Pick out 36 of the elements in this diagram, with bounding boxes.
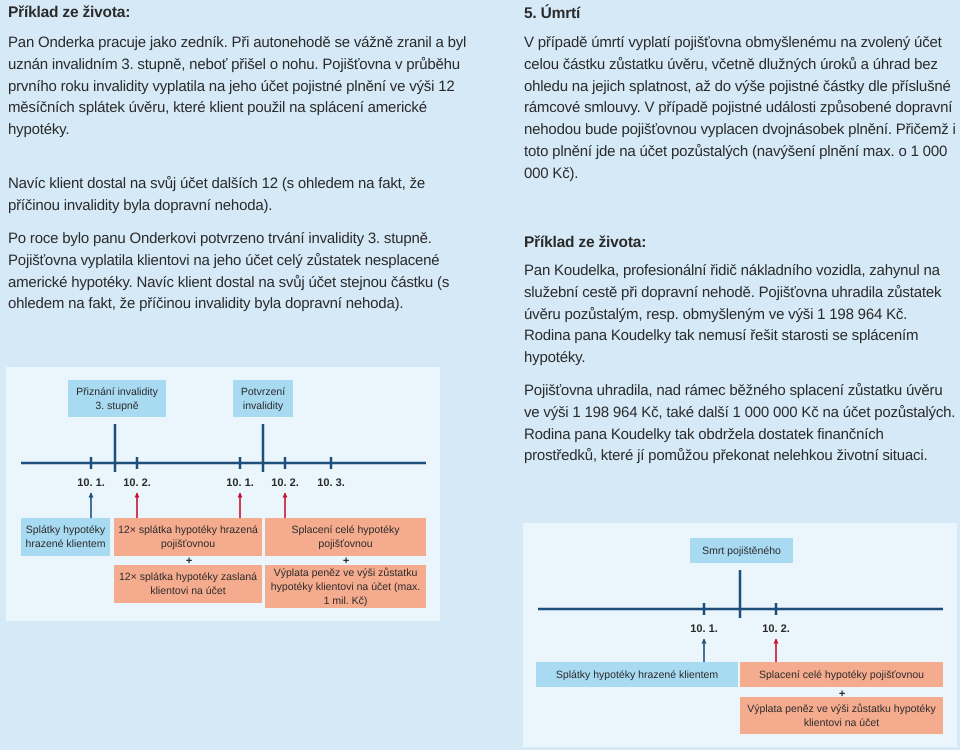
- insurer-payment-box: Splacení celé hypotéky pojišťovnou: [740, 662, 943, 687]
- event-box: Přiznání invalidity 3. stupně: [68, 380, 166, 417]
- paragraph: Pan Onderka pracuje jako zedník. Při autonehodě se vážně zranil a byl uznán invalidním 3. stupně, neboť přišel o nohu. Pojišťovna v průběhu prvního roku invalidity vyplatila na jeho účet pojistné plnění ve výši 12 měsíčních splátek úvěru, které klient použil na splácení americké hypotéky.: [8, 33, 468, 140]
- date-label: 10. 1.: [223, 476, 257, 490]
- arrow: [773, 638, 779, 662]
- date-label: 10. 1.: [687, 622, 721, 636]
- plus-sign: +: [184, 555, 194, 567]
- client-payment-box: Splátky hypotéky hrazené klientem: [536, 662, 738, 687]
- arrow: [701, 638, 707, 662]
- date-label: 10. 2.: [120, 476, 154, 490]
- arrow: [88, 492, 94, 518]
- date-label: 10. 2.: [268, 476, 302, 490]
- date-label: 10. 2.: [759, 622, 793, 636]
- insurer-payment-box: Výplata peněz ve výši zůstatku hypotéky klientovi na účet (max. 1 mil. Kč): [265, 565, 426, 608]
- date-label: 10. 3.: [314, 476, 348, 490]
- arrow: [282, 492, 288, 518]
- paragraph: Pan Koudelka, profesionální řidič nákladního vozidla, zahynul na služební cestě při dopravní nehodě. Pojišťovna uhradila zůstatek úvěru pozůstalým, resp. obmyšleným ve výši 1 198 964 Kč. Rodina pana Koudelky tak nemusí řešit starosti se splácením hypotéky.: [524, 261, 942, 368]
- insurer-payment-box: Výplata peněz ve výši zůstatku hypotéky klientovi na účet: [740, 697, 943, 734]
- insurer-payment-box: 12× splátka hypotéky zaslaná klientovi na účet: [114, 565, 262, 603]
- event-box: Smrt pojištěného: [690, 538, 793, 563]
- paragraph: Po roce bylo panu Onderkovi potvrzeno trvání invalidity 3. stupně. Pojišťovna vyplatila klientovi na jeho účet celý zůstatek nesplacené americké hypotéky. Navíc klient dostal na svůj účet stejnou částku (s ohledem na fakt, že příčinou invalidity byla dopravní nehoda).: [8, 229, 450, 314]
- paragraph: V případě úmrtí vyplatí pojišťovna obmyšlenému na zvolený účet celou částku zůstatku úvěru, včetně dlužných úroků a úhrad bez ohledu na jejich splatnost, až do výše pojistné částky dle příslušné rámcové smlouvy. V případě pojistné události způsobené dopravní nehodou bude pojišťovnou vyplacen dvojnásobek plnění. Přičemž i toto plnění jde na účet pozůstalých (navýšení plnění max. o 1 000 000 Kč).: [524, 33, 956, 184]
- client-payment-box: Splátky hypotéky hrazené klientem: [21, 518, 110, 556]
- paragraph: Navíc klient dostal na svůj účet dalších 12 (s ohledem na fakt, že příčinou invalidity byla dopravní nehoda).: [8, 174, 426, 216]
- plus-sign: +: [342, 555, 350, 567]
- arrow: [134, 492, 140, 518]
- insurer-payment-box: Splacení celé hypotéky pojišťovnou: [265, 518, 426, 556]
- arrow: [237, 492, 243, 518]
- heading: Příklad ze života:: [524, 233, 648, 253]
- insurer-payment-box: 12× splátka hypotéky hrazená pojišťovnou: [114, 518, 262, 556]
- paragraph: Pojišťovna uhradila, nad rámec běžného splacení zůstatku úvěru ve výši 1 198 964 Kč, také další 1 000 000 Kč na účet pozůstalých. Rodina pana Koudelky tak obdržela dostatek finančních prostředků, které jí pomůžou překonat nelehkou životní situaci.: [524, 381, 956, 466]
- date-label: 10. 1.: [74, 476, 108, 490]
- plus-sign: +: [838, 688, 846, 700]
- heading: Příklad ze života:: [8, 3, 132, 23]
- heading: 5. Úmrtí: [524, 3, 582, 24]
- event-box: Potvrzení invalidity: [233, 380, 293, 417]
